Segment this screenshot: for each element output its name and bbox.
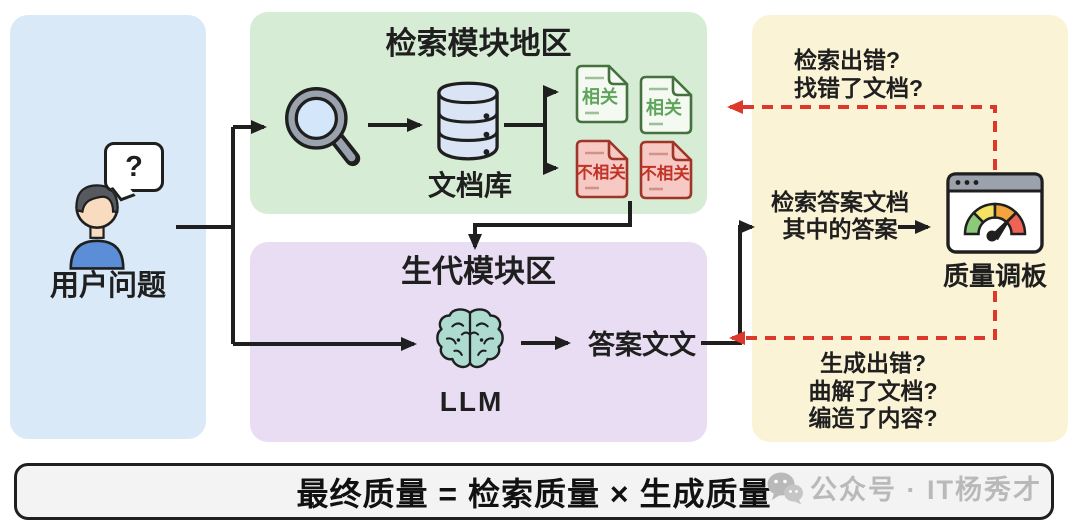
gauge-input-line: 检索答案文档 — [771, 189, 909, 215]
question-line: 生成出错? — [819, 350, 927, 376]
formula-bar: 最终质量 = 检索质量 × 生成质量 — [14, 463, 1054, 520]
doc-label: 相关 — [646, 97, 682, 118]
database-label: 文档库 — [427, 170, 512, 201]
formula-text: 最终质量 = 检索质量 × 生成质量 — [296, 475, 772, 512]
brain-icon — [436, 305, 504, 375]
question-line: 找错了文档? — [794, 75, 924, 101]
watermark-text: 公众号 · IT杨秀才 — [810, 475, 1042, 505]
llm-label: LLM — [439, 386, 504, 417]
watermark: 公众号 · IT杨秀才 — [766, 468, 1042, 507]
answer-label: 答案文文 — [588, 330, 696, 360]
doc-relevant-icon: 相关 — [572, 64, 630, 124]
database-icon — [436, 80, 500, 164]
doc-irrelevant-icon: 不相关 — [572, 139, 630, 199]
user-label: 用户问题 — [49, 270, 166, 302]
question-bubble: ? — [104, 142, 164, 192]
generation-error-questions: 生成出错? 曲解了文档? 编造了内容? — [790, 350, 956, 433]
user-avatar-icon — [62, 178, 132, 270]
doc-relevant-icon: 相关 — [636, 75, 694, 135]
question-line: 编造了内容? — [808, 405, 938, 431]
retrieval-error-questions: 检索出错? 找错了文档? — [794, 46, 923, 102]
gauge-input-label: 检索答案文档 其中的答案 — [758, 189, 922, 243]
arrow-answer-to-quality — [701, 220, 755, 345]
doc-label: 不相关 — [640, 163, 690, 183]
retrieval-title: 检索模块地区 — [385, 26, 572, 61]
wechat-icon — [766, 471, 804, 505]
question-mark: ? — [125, 150, 143, 183]
quality-gauge-icon — [946, 172, 1044, 254]
generation-title: 生代模块区 — [401, 254, 556, 289]
question-line: 检索出错? — [794, 47, 901, 73]
gauge-label: 质量调板 — [942, 261, 1047, 291]
user-panel — [10, 15, 206, 439]
doc-label: 不相关 — [576, 162, 626, 182]
doc-irrelevant-icon: 不相关 — [636, 140, 694, 200]
question-line: 曲解了文档? — [808, 377, 938, 404]
gauge-input-line: 其中的答案 — [782, 216, 898, 242]
magnifier-icon — [282, 84, 364, 168]
doc-label: 相关 — [582, 86, 618, 107]
